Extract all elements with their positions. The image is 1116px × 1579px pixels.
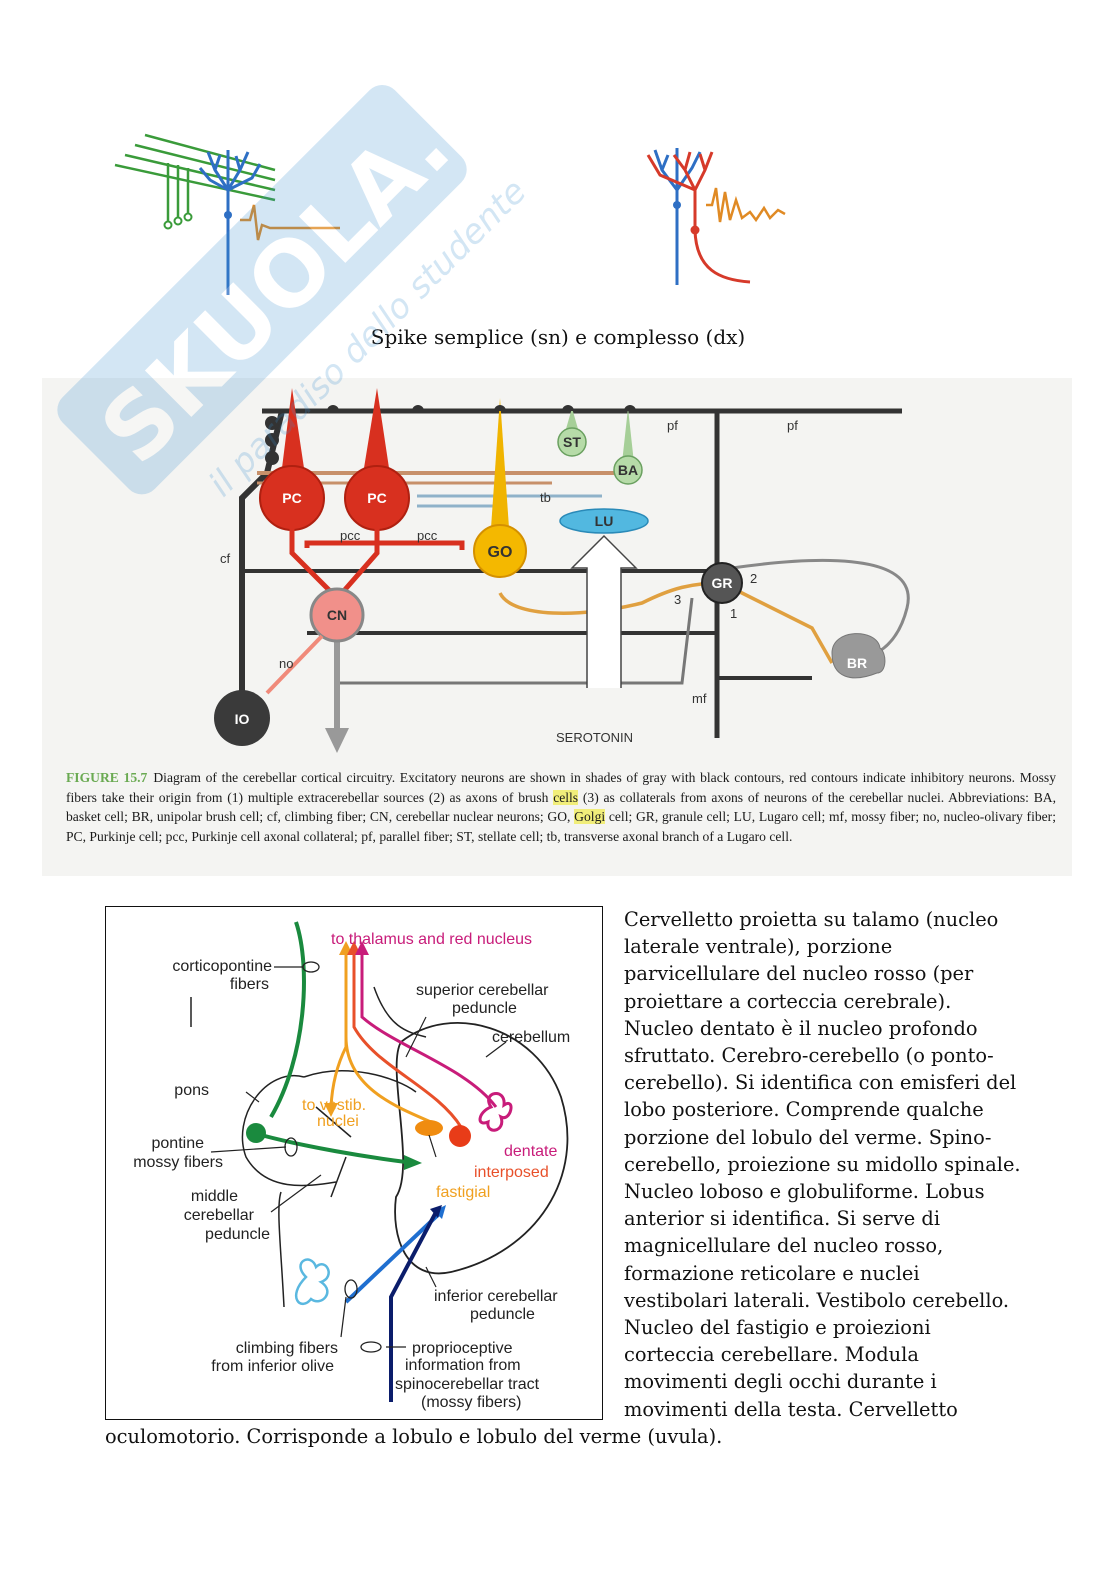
label-pc1: PC: [282, 490, 301, 506]
label-lu: LU: [595, 513, 614, 529]
label-n3: 3: [674, 592, 681, 607]
label-corticopontine-2: fibers: [230, 976, 269, 993]
complex-spike-drawing: [646, 148, 786, 285]
body-paragraph-end: oculomotorio. Corrisponde a lobulo e lob…: [105, 1425, 723, 1448]
label-pf1: pf: [667, 418, 678, 433]
label-climbing-2: from inferior olive: [211, 1358, 334, 1375]
label-cf: cf: [220, 551, 231, 566]
label-proprio-1: proprioceptive: [412, 1340, 513, 1357]
label-pf2: pf: [787, 418, 798, 433]
label-pcc1: pcc: [340, 528, 361, 543]
label-n1: 1: [730, 606, 737, 621]
label-inferior-2: peduncle: [470, 1306, 535, 1323]
label-mf: mf: [692, 691, 707, 706]
simple-spike-drawing: [114, 133, 340, 295]
projection-diagram: to thalamus and red nucleus corticoponti…: [133, 921, 570, 1411]
label-superior-1: superior cerebellar: [416, 982, 549, 999]
label-climbing-1: climbing fibers: [236, 1340, 338, 1357]
label-ba: BA: [618, 462, 638, 478]
label-vestib-2: nuclei: [317, 1113, 359, 1130]
label-pc2: PC: [367, 490, 386, 506]
figure-number: FIGURE 15.7: [66, 770, 148, 785]
label-middle-2: cerebellar: [184, 1207, 255, 1224]
label-io: IO: [235, 711, 250, 727]
label-proprio-2: information from: [405, 1357, 521, 1374]
label-vestib-1: to vestib.: [302, 1097, 366, 1114]
highlight-cells: cells: [553, 789, 579, 805]
label-corticopontine-1: corticopontine: [172, 958, 272, 975]
label-no: no: [279, 656, 293, 671]
spike-caption: Spike semplice (sn) e complesso (dx): [370, 325, 746, 349]
label-pcc2: pcc: [417, 528, 438, 543]
label-go: GO: [488, 544, 513, 561]
spike-figure: [114, 133, 786, 295]
label-n2: 2: [750, 571, 757, 586]
label-middle-3: peduncle: [205, 1226, 270, 1243]
label-gr: GR: [712, 575, 733, 591]
circuit-diagram: PC PC IO GR BR ST BA LU GO CN pf pf tb p…: [214, 388, 910, 753]
label-tb: tb: [540, 490, 551, 505]
label-pontine-1: pontine: [152, 1135, 205, 1152]
label-superior-2: peduncle: [452, 1000, 517, 1017]
label-cn: CN: [327, 607, 347, 623]
label-interposed: interposed: [474, 1164, 549, 1181]
label-thalamus: to thalamus and red nucleus: [331, 931, 532, 948]
body-paragraph: Cervelletto proietta su talamo (nucleo l…: [624, 908, 1021, 1421]
label-proprio-4: (mossy fibers): [421, 1394, 521, 1411]
label-pons: pons: [174, 1082, 209, 1099]
label-fastigial: fastigial: [436, 1184, 490, 1201]
label-middle-1: middle: [191, 1188, 238, 1205]
label-proprio-3: spinocerebellar tract: [395, 1376, 540, 1393]
label-pontine-2: mossy fibers: [133, 1154, 223, 1171]
label-br: BR: [847, 655, 867, 671]
label-dentate: dentate: [504, 1143, 557, 1160]
label-cerebellum: cerebellum: [492, 1029, 570, 1046]
highlight-golgi: Golgi: [574, 809, 606, 824]
label-inferior-1: inferior cerebellar: [434, 1288, 558, 1305]
label-st: ST: [563, 434, 581, 450]
label-serotonin: SEROTONIN: [556, 730, 633, 745]
